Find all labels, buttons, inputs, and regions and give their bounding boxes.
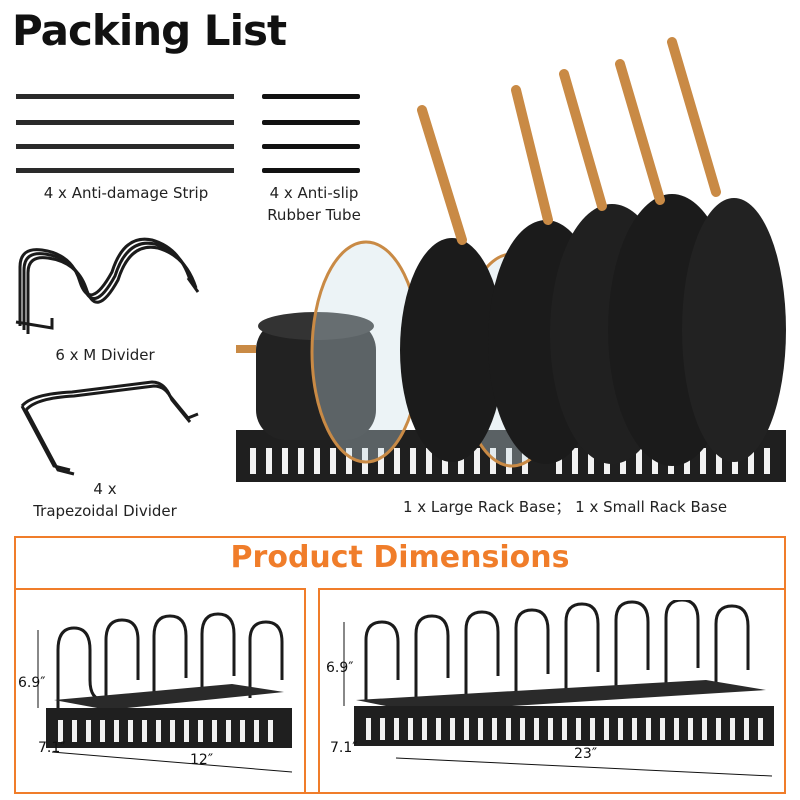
large-rack-drawing bbox=[343, 600, 774, 777]
small-rack-drawing bbox=[37, 612, 293, 773]
trapezoidal-divider-image bbox=[20, 380, 199, 476]
m-divider-image bbox=[15, 237, 200, 334]
rubber-tube-label-line1: 4 x Anti-slip bbox=[269, 184, 359, 202]
rack-base-label: 1 x Large Rack Base； 1 x Small Rack Base bbox=[402, 498, 728, 516]
trapezoidal-divider-label-line2: Trapezoidal Divider bbox=[33, 502, 177, 520]
small-rack-length: 12″ bbox=[190, 752, 214, 768]
large-rack-panel bbox=[318, 588, 786, 794]
m-divider-label: 6 x M Divider bbox=[55, 346, 155, 364]
anti-damage-strip-image bbox=[16, 94, 234, 173]
anti-damage-strip-label: 4 x Anti-damage Strip bbox=[43, 184, 209, 202]
large-rack-length: 23″ bbox=[574, 746, 598, 762]
large-rack-height: 6.9″ bbox=[326, 660, 354, 676]
trapezoidal-divider-label-line1: 4 x bbox=[93, 480, 117, 498]
small-rack-panel bbox=[14, 588, 306, 794]
small-rack-height: 6.9″ bbox=[18, 675, 46, 691]
rubber-tube-image bbox=[262, 94, 360, 173]
rack-with-pans-image bbox=[236, 37, 786, 482]
large-rack-depth: 7.1″ bbox=[330, 740, 358, 756]
small-rack-depth: 7.1″ bbox=[38, 740, 66, 756]
page-title: Packing List bbox=[12, 6, 287, 55]
dimensions-title: Product Dimensions bbox=[230, 540, 570, 575]
rubber-tube-label-line2: Rubber Tube bbox=[267, 206, 361, 224]
